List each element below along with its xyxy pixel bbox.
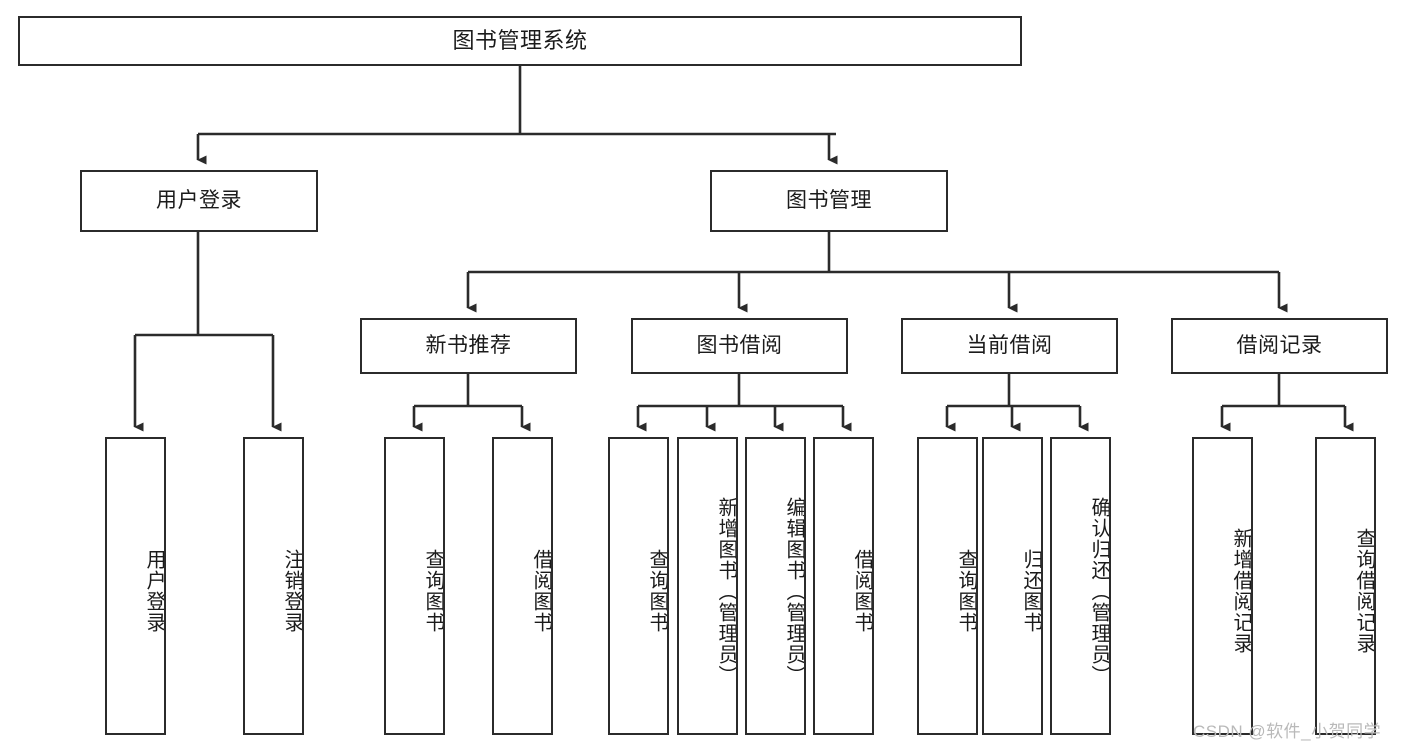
node-label: 借阅图书: [530, 549, 552, 633]
leaf-recommend-query-book[interactable]: 查询图书: [384, 437, 445, 735]
edges-currentborrow-to-leaves: [945, 374, 1089, 432]
node-label: 借阅记录: [1236, 334, 1323, 358]
node-new-book-recommend[interactable]: 新书推荐: [360, 318, 577, 374]
node-label: 借阅图书: [851, 549, 873, 633]
node-label: 查询图书: [422, 549, 444, 633]
node-label: 当前借阅: [966, 334, 1053, 358]
node-label: 图书管理: [786, 189, 872, 213]
leaf-borrow-borrow-book[interactable]: 借阅图书: [813, 437, 874, 735]
edges-bookborrow-to-leaves: [636, 374, 852, 432]
leaf-record-query-borrow-record[interactable]: 查询借阅记录: [1315, 437, 1376, 735]
node-label: 新增图书（管理员）: [715, 496, 737, 686]
leaf-borrow-add-book-admin[interactable]: 新增图书（管理员）: [677, 437, 738, 735]
node-borrow-record[interactable]: 借阅记录: [1171, 318, 1388, 374]
node-label: 图书借阅: [696, 334, 783, 358]
node-current-borrow[interactable]: 当前借阅: [901, 318, 1118, 374]
node-label: 用户登录: [156, 189, 242, 213]
edges-bookmgmt-to-level2: [466, 232, 1288, 313]
node-label: 查询图书: [955, 549, 977, 633]
leaf-recommend-borrow-book[interactable]: 借阅图书: [492, 437, 553, 735]
leaf-current-confirm-return-admin[interactable]: 确认归还（管理员）: [1050, 437, 1111, 735]
node-label: 归还图书: [1020, 549, 1042, 633]
node-label: 用户登录: [143, 549, 165, 633]
leaf-user-logout[interactable]: 注销登录: [243, 437, 304, 735]
node-label: 注销登录: [281, 549, 303, 633]
leaf-user-login[interactable]: 用户登录: [105, 437, 166, 735]
edges-root-to-level1: [196, 66, 838, 165]
edges-newbook-to-leaves: [412, 374, 531, 432]
node-book-management[interactable]: 图书管理: [710, 170, 948, 232]
node-root-book-management-system[interactable]: 图书管理系统: [18, 16, 1022, 66]
leaf-current-return-book[interactable]: 归还图书: [982, 437, 1043, 735]
leaf-borrow-edit-book-admin[interactable]: 编辑图书（管理员）: [745, 437, 806, 735]
leaf-current-query-book[interactable]: 查询图书: [917, 437, 978, 735]
leaf-record-add-borrow-record[interactable]: 新增借阅记录: [1192, 437, 1253, 735]
node-label: 确认归还（管理员）: [1088, 496, 1110, 686]
node-label: 新增借阅记录: [1230, 528, 1252, 654]
node-label: 图书管理系统: [452, 27, 588, 53]
csdn-watermark: CSDN @软件_小贺同学: [1193, 722, 1382, 741]
node-book-borrow[interactable]: 图书借阅: [631, 318, 848, 374]
node-label: 查询图书: [646, 549, 668, 633]
node-label: 查询借阅记录: [1353, 528, 1375, 654]
node-user-login[interactable]: 用户登录: [80, 170, 318, 232]
edges-borrowrecord-to-leaves: [1220, 374, 1354, 432]
node-label: 编辑图书（管理员）: [783, 496, 805, 686]
node-label: 新书推荐: [425, 334, 512, 358]
edges-userlogin-to-leaves: [133, 232, 282, 432]
leaf-borrow-query-book[interactable]: 查询图书: [608, 437, 669, 735]
